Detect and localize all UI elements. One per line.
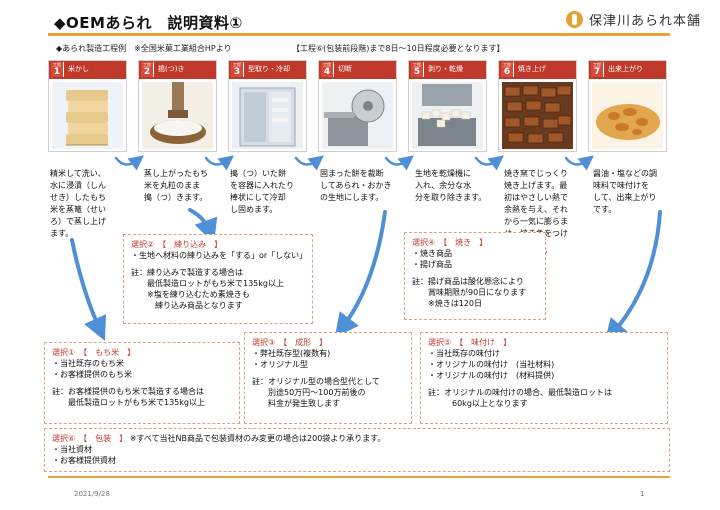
selection-heading: 選択② 【 練り込み 】 (131, 240, 223, 249)
step-name: 米かし (68, 65, 89, 73)
footer-date: 2021/9/28 (74, 490, 110, 498)
baked-arare-icon (502, 82, 573, 149)
selection-heading: 選択① 【 もち米 】 (52, 348, 136, 357)
selection-heading: 選択③ 【 成形 】 (252, 338, 328, 347)
step-arrow-3-4 (294, 155, 324, 171)
step-arrow-5-6 (474, 155, 504, 171)
selection-3-box: 選択③ 【 成形 】 ・弊社既存型(複数有) ・オリジナル型 註：オリジナル型の… (244, 332, 412, 424)
selection-6-box: 選択⑥ 【 包装 】 ※すべて当社NB商品で包装資材のみ変更の場合は200袋より… (44, 428, 670, 472)
process-duration-note: 【工程⑥(包装前段階)まで8日～10日程度必要となります】 (292, 44, 505, 53)
selection-2-box: 選択② 【 練り込み 】 ・生地へ材料の練り込みを「する」or「しない」 註：練… (123, 234, 313, 324)
drying-machine-icon (412, 82, 483, 149)
logo-text: 保津川あられ本舗 (589, 14, 702, 29)
refrigerator-icon (232, 82, 303, 149)
step-name: 型取り・冷却 (248, 65, 290, 73)
step-5-description: 生地を乾燥機に入れ、余分な水分を取り除きます。 (415, 169, 487, 202)
selection-4-box: 選択④ 【 焼き 】 ・焼き商品 ・揚げ商品 註：揚げ商品は酸化懸念により 賞味… (404, 232, 546, 320)
packaging-note: ※すべて当社NB商品で包装資材のみ変更の場合は200袋より承ります。 (129, 434, 386, 443)
mochi-pounding-icon (142, 82, 213, 149)
step-1-description: 精米して洗い、水に浸漬（しんせき）したもち 米を蒸篭（せいろ）で蒸し上げます。 (50, 169, 106, 238)
title-divider (48, 33, 670, 36)
select-arrow-2 (188, 208, 218, 244)
step-name: 切断 (338, 65, 352, 73)
company-logo: 保津川あられ本舗 (566, 10, 701, 29)
step-7-description: 醤油・塩などの調味料で味付けをして、出来上がりです。 (593, 169, 657, 214)
step-name: 焼き上げ (518, 65, 546, 73)
step-arrow-1-2 (114, 155, 144, 171)
process-subtitle: ◆あられ製造工程例 ※全国米菓工業組合HPより (56, 44, 232, 53)
step-arrow-6-7 (564, 155, 594, 171)
select-arrow-5 (604, 210, 662, 344)
step-name: 出来上がり (608, 65, 643, 73)
finished-arare-icon (592, 82, 663, 149)
cutting-machine-icon (322, 82, 393, 149)
logo-mark-icon (566, 11, 583, 28)
footer-divider (48, 476, 670, 478)
select-arrow-3 (334, 210, 387, 338)
step-arrow-4-5 (384, 155, 414, 171)
selection-5-box: 選択⑤ 【 味付け 】 ・当社既存の味付け ・オリジナルの味付け (当社材料) … (420, 332, 668, 424)
selection-heading: 選択⑤ 【 味付け 】 (428, 338, 512, 347)
step-2-description: 蒸し上がったもち米を丸粒のまま搗（つ）きます。 (144, 169, 208, 202)
select-arrow-1 (70, 238, 107, 341)
selection-heading: 選択④ 【 焼き 】 (412, 238, 488, 247)
selection-1-box: 選択① 【 もち米 】 ・当社既存のもち米 ・お客様提供のもち米 註：お客様提供… (44, 342, 240, 424)
page-number: 1 (640, 490, 645, 498)
selection-heading: 選択⑥ 【 包装 】 (52, 434, 128, 443)
step-name: 剥り・乾燥 (428, 65, 463, 73)
step-3-description: 搗（つ）いた餅を容器に入れたり棒状にして冷却し固めます。 (230, 169, 294, 214)
rice-sacks-icon (52, 82, 123, 149)
step-4-description: 固まった餅を裁断してあられ・おかきの生地にします。 (320, 169, 392, 202)
step-arrow-2-3 (204, 155, 234, 171)
step-name: 搗(つ)き (158, 65, 185, 73)
page-title: ◆OEMあられ 説明資料① (54, 14, 243, 32)
